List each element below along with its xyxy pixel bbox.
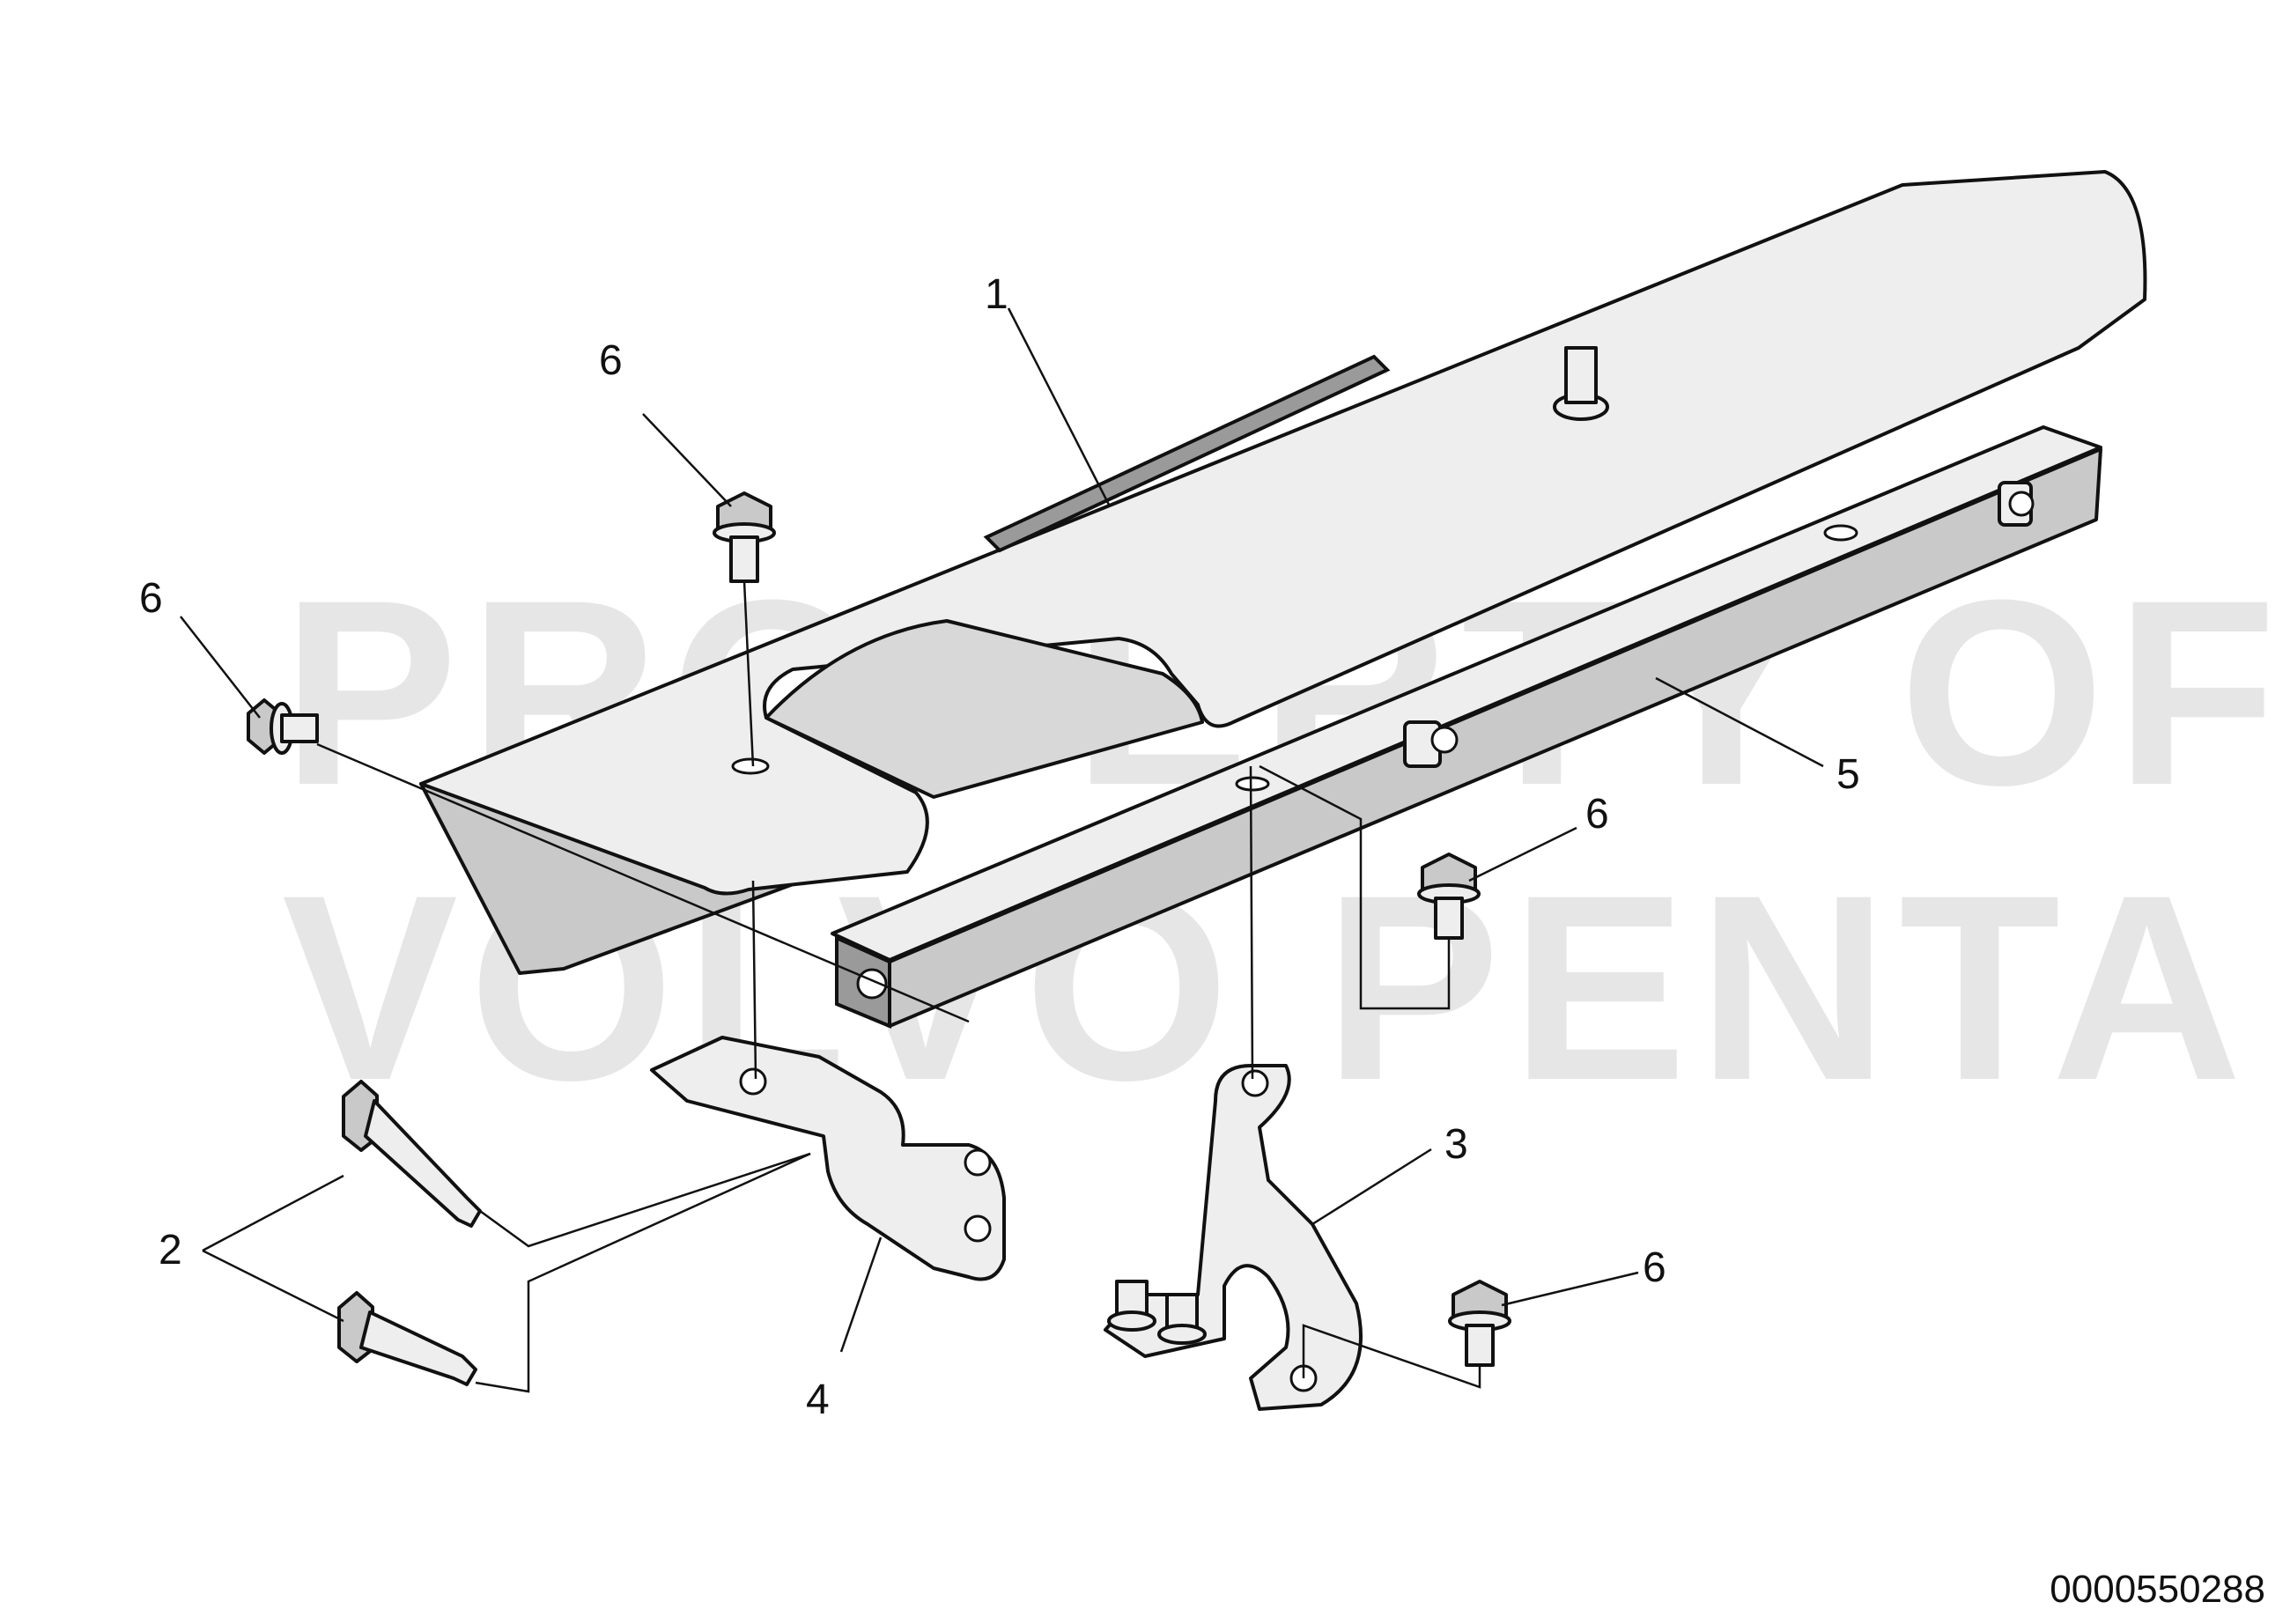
callout-5: 5	[1836, 751, 1860, 798]
bracket-part-3	[1104, 1064, 1363, 1411]
callout-4: 4	[806, 1377, 830, 1423]
callout-6-top: 6	[599, 337, 623, 384]
callout-6-right-upper: 6	[1585, 791, 1609, 838]
flange-bolt-part-6-right-lower	[1448, 1280, 1511, 1367]
leader-lines	[180, 307, 1824, 1353]
callout-3: 3	[1444, 1121, 1468, 1168]
shield-mounted-nut-icon	[1553, 346, 1609, 421]
callout-6-left: 6	[139, 575, 163, 622]
long-bolt-part-2-lower	[337, 1291, 477, 1386]
bracket-3-mounted-bolt-icon	[1107, 1280, 1207, 1345]
document-number: 0000550288	[2050, 1568, 2265, 1611]
assembly-lines	[316, 580, 1481, 1393]
callouts: 1 2 3 4 5 6 6 6 6	[139, 271, 1860, 1423]
long-bolt-part-2-upper	[342, 1080, 482, 1228]
heat-shield-part-1	[419, 170, 2147, 975]
flange-bolt-part-6-left	[247, 698, 319, 755]
rail-bar-part-5	[831, 425, 2102, 1029]
bracket-part-4	[650, 1036, 1006, 1281]
callout-6-right-lower: 6	[1643, 1244, 1666, 1291]
callout-1: 1	[985, 271, 1008, 318]
callout-2: 2	[159, 1227, 182, 1273]
